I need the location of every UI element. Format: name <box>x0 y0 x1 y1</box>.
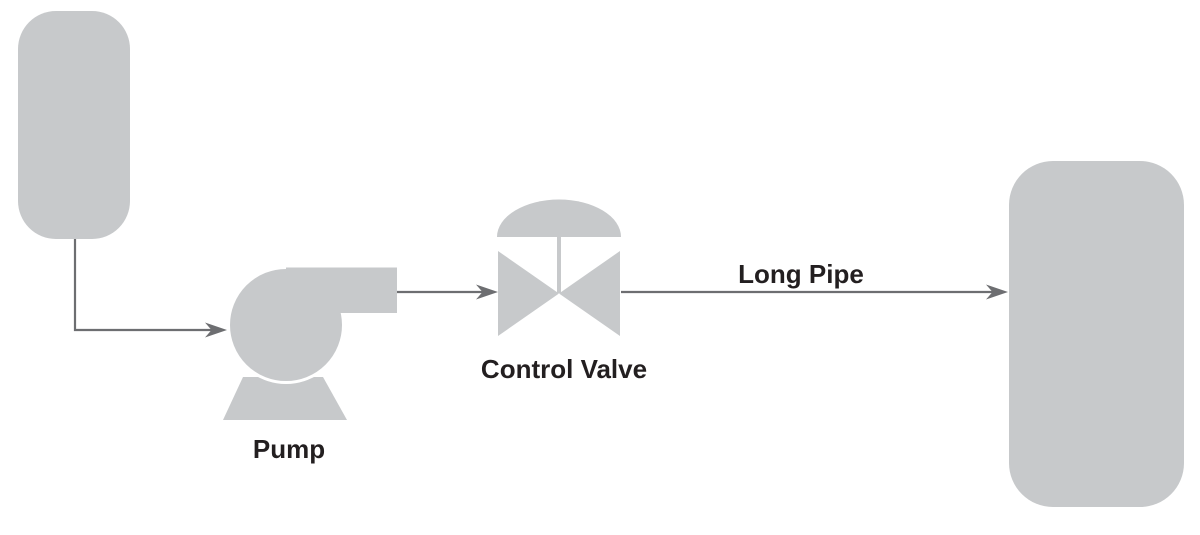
pump-base-shape <box>223 377 347 420</box>
control-valve-symbol <box>497 199 621 336</box>
outlet-tank-shape <box>1009 161 1184 507</box>
pump-symbol <box>223 266 397 420</box>
long-pipe-label: Long Pipe <box>738 259 864 289</box>
valve-actuator-dome-shape <box>497 199 621 237</box>
valve-right-triangle-shape <box>559 251 620 336</box>
long-pipe-arrowhead-icon <box>986 284 1008 300</box>
pump-to-valve-arrowhead-icon <box>476 284 498 300</box>
pump-outlet-shape <box>286 267 397 313</box>
valve-stem-shape <box>557 237 561 293</box>
feed-tank-shape <box>18 11 130 239</box>
feed-pipe-line <box>73 239 212 332</box>
valve-left-triangle-shape <box>498 251 559 336</box>
pump-label: Pump <box>253 434 325 464</box>
feed-pipe-arrowhead-icon <box>205 322 227 338</box>
control-valve-label: Control Valve <box>481 354 647 384</box>
